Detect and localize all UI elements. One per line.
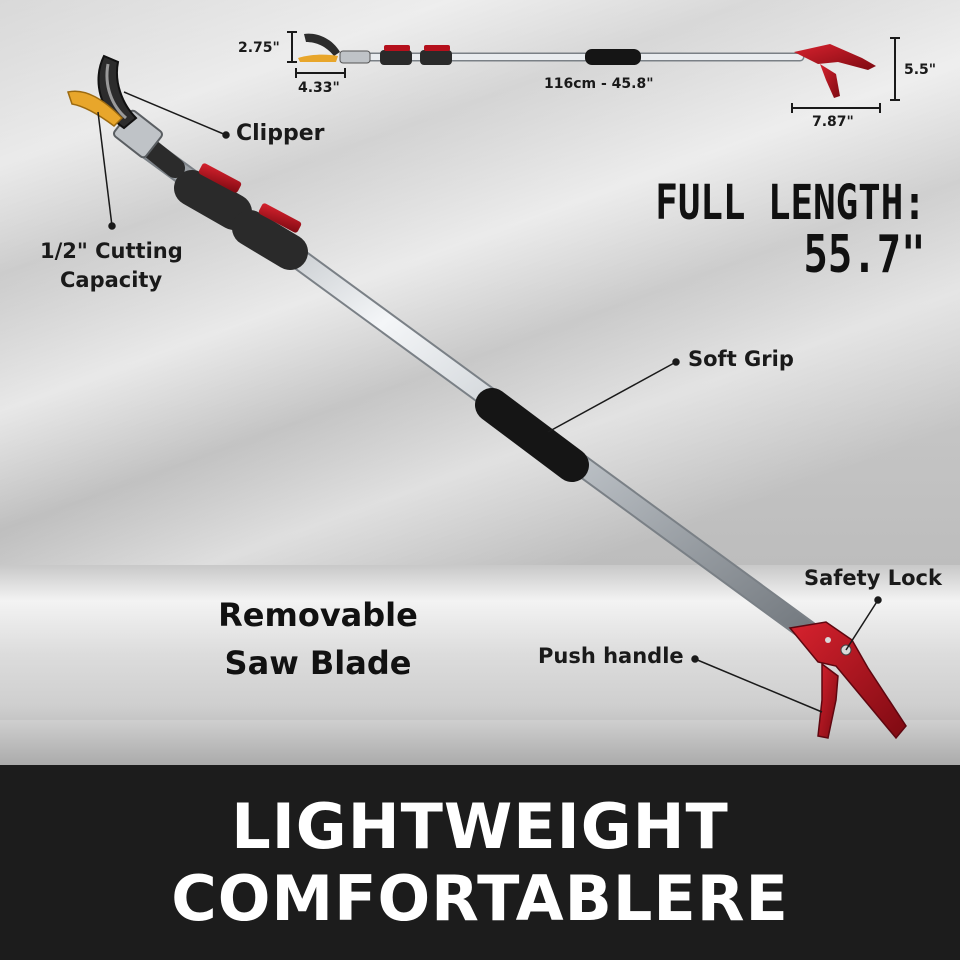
banner-line1: LIGHTWEIGHT	[231, 790, 729, 863]
dim-handle-width: 7.87"	[812, 114, 854, 130]
collapsed-pruner	[298, 33, 876, 98]
feature-line1: Removable	[218, 596, 418, 634]
dim-collapsed-length: 116cm - 45.8"	[544, 76, 654, 92]
dim-head-height: 2.75"	[238, 40, 280, 56]
callout-push-handle: Push handle	[538, 644, 684, 668]
callout-soft-grip: Soft Grip	[688, 347, 794, 371]
collar-1-lock	[198, 163, 242, 193]
cutting-blade	[67, 90, 124, 127]
dim-handle-height: 5.5"	[904, 62, 937, 78]
collar-2	[232, 210, 308, 270]
banner-line2: COMFORTABLERE	[171, 862, 789, 935]
bottom-banner	[0, 765, 960, 960]
full-length-value: 55.7"	[803, 225, 926, 285]
collar-2-lock	[258, 203, 302, 233]
collar-1	[174, 170, 252, 230]
dimension-lines	[287, 31, 900, 113]
background-upper	[0, 0, 960, 565]
callout-clipper: Clipper	[236, 121, 325, 146]
callout-cutting-capacity-line1: 1/2" Cutting	[40, 239, 183, 263]
main-handle	[788, 621, 907, 740]
small-soft-grip	[585, 49, 641, 65]
push-handle-lever	[817, 662, 839, 739]
main-pruner	[67, 54, 907, 740]
soft-grip-foam	[475, 388, 589, 482]
callout-leaders	[97, 91, 882, 713]
background-ledge	[0, 720, 960, 765]
full-length-label: FULL LENGTH:	[655, 175, 926, 231]
feature-line2: Saw Blade	[224, 644, 412, 682]
dim-head-width: 4.33"	[298, 80, 340, 96]
callout-safety-lock: Safety Lock	[804, 566, 942, 590]
callout-cutting-capacity-line2: Capacity	[60, 268, 163, 292]
